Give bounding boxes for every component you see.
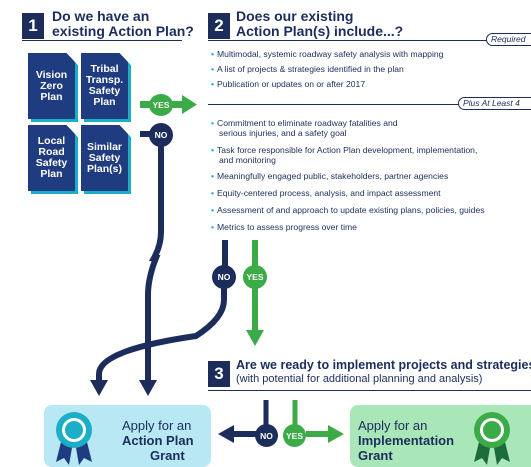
no-arrow-head-step1 [139,380,157,396]
plus-item: •Assessment of and approach to update ex… [211,205,485,215]
implementation-grant-label: Apply for an Implementation Grant [358,418,454,463]
step2-number: 2 [208,13,230,39]
card-line: Apply for an [122,418,192,433]
card-line: Action Plan [122,433,194,448]
plus-item: •Meaningfully engaged public, stakeholde… [211,171,449,181]
step2-title-line2: Action Plan(s) include...? [236,23,404,39]
yes-arrow-shaft-left [140,101,150,108]
required-item: •Multimodal, systemic roadway safety ana… [211,49,444,59]
step3-no-circle: NO [255,424,278,447]
plus-item: •Equity-centered process, analysis, and … [211,188,441,198]
step3-title: Are we ready to implement projects and s… [236,358,531,372]
card-line: Apply for an [358,418,428,433]
step1-no-circle: NO [149,123,173,147]
step2-title-line1: Does our existing [236,8,354,24]
step2-no-circle: NO [212,265,236,289]
plus-item: •Metrics to assess progress over time [211,222,357,232]
step2-yes-circle: YES [243,265,267,289]
step3-subtitle: (with potential for additional planning … [236,373,483,385]
step1-title-line1: Do we have an [52,8,150,24]
step3-yes-circle: YES [283,424,306,447]
step1-title-line2: existing Action Plan? [52,23,194,39]
plus-item: •Commitment to eliminate roadway fatalit… [211,118,398,138]
step1-yes-circle: YES [149,94,173,116]
yes-arrow-head-step3 [328,425,344,443]
step3-rule [208,390,531,391]
award-ribbon-icon [474,412,510,465]
required-item: •Publication or updates on or after 2017 [211,79,366,89]
yes-arrow-shaft-right [172,101,184,108]
no-path-step2 [96,287,227,382]
no-arrow-head-step3 [218,425,234,443]
no-arrow-shaft-step3 [232,431,256,437]
plus-rule [208,104,462,105]
no-path-step1 [145,145,164,382]
card-line: Grant [358,448,393,463]
step2-title: Does our existing Action Plan(s) include… [236,9,403,39]
card-line: Grant [150,448,185,463]
plus-item: •Task force responsible for Action Plan … [211,145,478,165]
yes-arrow-head [182,95,197,114]
step1-title: Do we have an existing Action Plan? [52,9,194,39]
step1-rule [22,40,182,41]
yes-arrow-shaft-step3 [306,431,330,437]
required-tag: Required [486,33,531,46]
step1-number: 1 [22,13,44,39]
no-arrow-head-step2 [90,380,108,396]
step3-number: 3 [208,361,230,387]
step2-rule [208,40,490,41]
action-plan-grant-label: Apply for an Action Plan Grant [122,418,194,463]
plus-at-least-tag: Plus At Least 4 [458,97,531,110]
required-item: •A list of projects & strategies identif… [211,64,404,74]
award-ribbon-icon [56,412,92,465]
card-line: Implementation [358,433,455,448]
yes-arrow-head-step2 [246,330,264,346]
